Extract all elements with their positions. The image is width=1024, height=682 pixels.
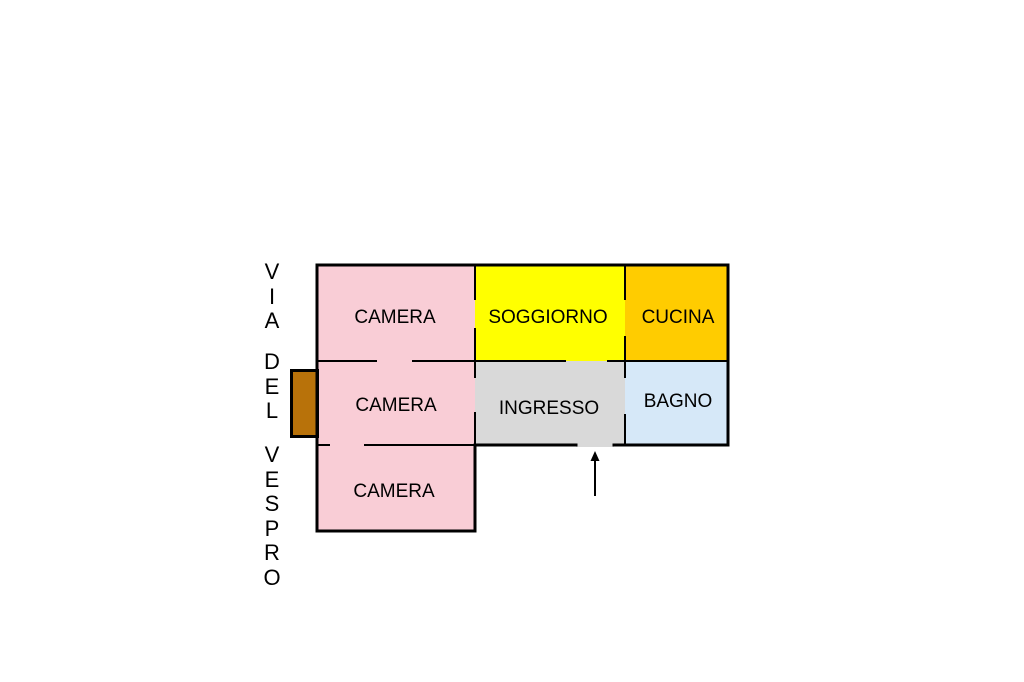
balcony (290, 369, 319, 438)
room-camera-top (317, 265, 475, 361)
street-label-del: D E L (264, 349, 280, 423)
label-camera-top: CAMERA (354, 307, 436, 328)
label-soggiorno: SOGGIORNO (488, 307, 607, 328)
label-camera-middle: CAMERA (355, 395, 437, 416)
entrance-threshold (576, 440, 614, 447)
room-ingresso (475, 361, 625, 445)
arrow-up-icon (590, 451, 600, 496)
room-soggiorno (475, 265, 625, 361)
walls (315, 263, 730, 533)
room-cucina (625, 265, 728, 361)
label-cucina: CUCINA (642, 307, 715, 328)
room-camera-bottom (317, 445, 475, 531)
label-ingresso: INGRESSO (499, 398, 599, 419)
label-camera-bottom: CAMERA (353, 481, 435, 502)
street-label-via: V I A (264, 259, 280, 333)
label-bagno: BAGNO (644, 391, 713, 412)
interior-walls (317, 265, 728, 446)
room-camera-middle (317, 361, 475, 445)
room-bagno (625, 361, 728, 445)
street-label-vespro: V E S P R O (263, 442, 281, 590)
